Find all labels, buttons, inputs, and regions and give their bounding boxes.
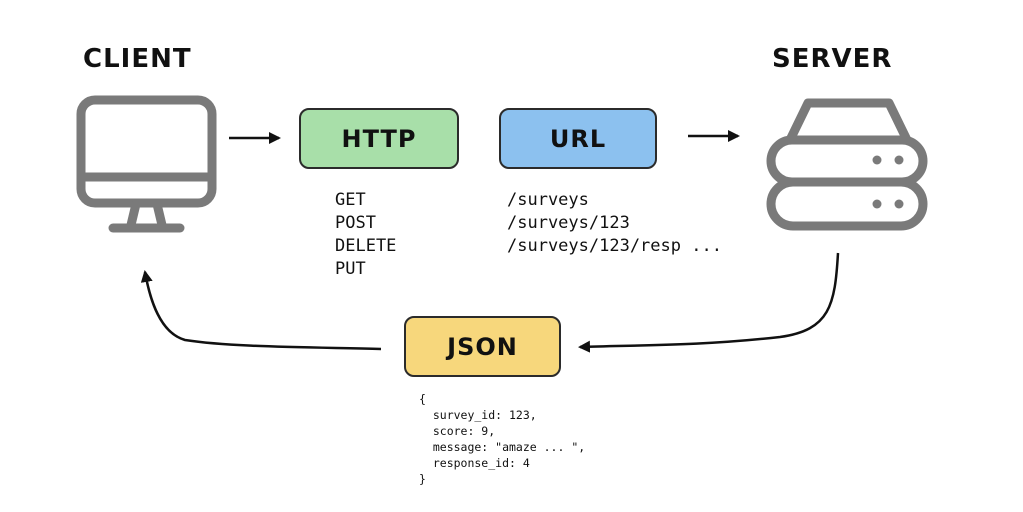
http-method: POST <box>335 213 376 233</box>
json-label: JSON <box>447 332 518 361</box>
json-line: score: 9, <box>419 424 496 438</box>
json-line: response_id: 4 <box>419 456 530 470</box>
client-title: CLIENT <box>83 44 192 74</box>
http-method: PUT <box>335 259 366 279</box>
json-open-brace: { <box>419 392 426 406</box>
json-box: JSON <box>404 316 561 377</box>
http-methods-list: GET POST DELETE PUT <box>335 189 396 281</box>
monitor-icon <box>76 95 217 233</box>
json-line: message: "amaze ... ", <box>419 440 586 454</box>
url-label: URL <box>549 124 607 153</box>
http-method: GET <box>335 190 366 210</box>
server-icon <box>766 98 928 231</box>
json-to-client-arrow <box>140 270 382 351</box>
http-label: HTTP <box>341 124 417 153</box>
url-list: /surveys /surveys/123 /surveys/123/resp … <box>507 189 722 258</box>
json-body: { survey_id: 123, score: 9, message: "am… <box>419 391 585 487</box>
url-box: URL <box>499 108 657 169</box>
json-line: survey_id: 123, <box>419 408 537 422</box>
url-path: /surveys/123 <box>507 213 630 233</box>
json-close-brace: } <box>419 472 426 486</box>
server-to-json-arrow <box>578 252 840 353</box>
url-path: /surveys/123/resp ... <box>507 236 722 256</box>
server-title: SERVER <box>772 44 893 74</box>
url-path: /surveys <box>507 190 589 210</box>
http-box: HTTP <box>299 108 459 169</box>
http-method: DELETE <box>335 236 397 256</box>
